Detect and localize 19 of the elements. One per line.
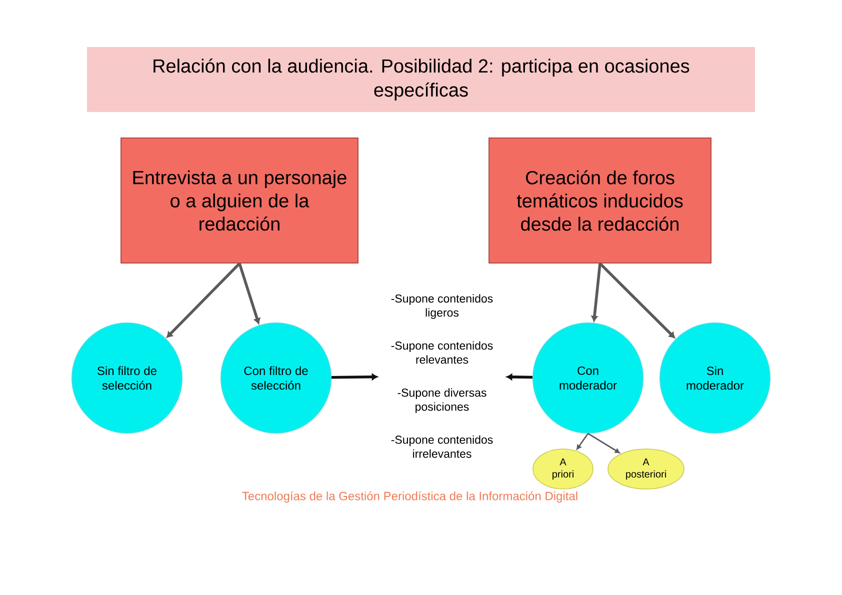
- arrow: [588, 432, 620, 454]
- oval-node: A posteriori: [608, 448, 684, 490]
- arrow: [238, 263, 260, 324]
- arrow: [331, 374, 378, 380]
- circle-node: Con moderador: [532, 322, 644, 434]
- arrow: [591, 263, 602, 322]
- circle-node: Sin filtro de selección: [72, 322, 182, 434]
- process-box: Entrevista a un personaje o a alguien de la redacción: [120, 138, 358, 264]
- text-list: -Supone contenidos ligeros -Supone contenidos relevantes -Supone diversas posiciones -Supone contenidos irrelevantes: [391, 294, 493, 458]
- title-banner: Relación con la audiencia. Posibilidad 2: participa en ocasiones específicas: [87, 47, 755, 112]
- circle-node: Sin moderador: [660, 322, 770, 434]
- arrow: [506, 374, 533, 380]
- arrow: [576, 433, 589, 450]
- circle-node: Con filtro de selección: [220, 322, 332, 434]
- arrow: [166, 262, 240, 338]
- oval-node: A priori: [532, 448, 594, 490]
- arrow: [599, 262, 675, 338]
- footer-text: Tecnologías de la Gestión Periodística de la Información Digital: [242, 491, 578, 503]
- process-box: Creación de foros temáticos inducidos desde la redacción: [488, 138, 712, 264]
